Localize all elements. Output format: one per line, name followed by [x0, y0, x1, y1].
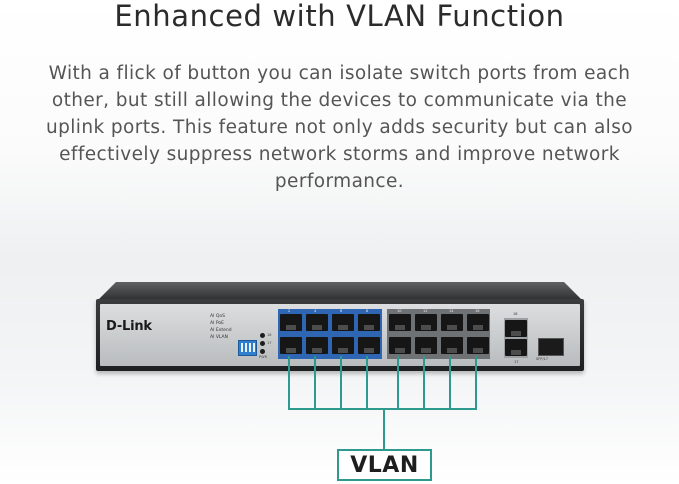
network-switch: D-Link AI QoS AI PoE AI Extend AI VLAN 1…: [96, 299, 584, 371]
port-number: 2: [288, 309, 291, 313]
ethernet-port[interactable]: [467, 337, 489, 354]
dip-toggle[interactable]: [241, 343, 243, 352]
ethernet-port[interactable]: [280, 314, 302, 331]
port-number: 8: [366, 309, 369, 313]
ethernet-port[interactable]: [415, 337, 437, 354]
vlan-label-box: VLAN: [337, 449, 432, 481]
led-label: PWR: [259, 355, 268, 359]
uplink-port[interactable]: [505, 339, 527, 356]
uplink-port[interactable]: [505, 320, 527, 337]
port-number: 10: [397, 309, 402, 313]
port-number: 18: [513, 312, 518, 316]
dip-label: AI QoS: [210, 314, 225, 319]
led-label: 18: [267, 333, 272, 337]
sfp-label: SFP/17: [536, 357, 548, 361]
ethernet-port[interactable]: [441, 314, 463, 331]
dip-toggle[interactable]: [249, 343, 251, 352]
description-line: uplink ports. This feature not only adds…: [46, 117, 633, 138]
port-number: 4: [314, 309, 317, 313]
ethernet-port[interactable]: [389, 314, 411, 331]
port-group: 10 12 14 16: [387, 309, 490, 359]
port-number: 6: [340, 309, 343, 313]
ethernet-port[interactable]: [467, 314, 489, 331]
dip-switch[interactable]: [238, 340, 257, 356]
port-number: 14: [449, 309, 454, 313]
description-line: With a flick of button you can isolate s…: [48, 63, 631, 84]
switch-front-panel: D-Link AI QoS AI PoE AI Extend AI VLAN 1…: [100, 304, 580, 366]
vlan-port-group: 2 4 6 8: [278, 309, 382, 359]
ethernet-port[interactable]: [441, 337, 463, 354]
description: With a flick of button you can isolate s…: [30, 60, 649, 195]
ethernet-port[interactable]: [332, 337, 354, 354]
led-indicator: [260, 349, 265, 354]
dip-label: AI Extend: [210, 328, 232, 333]
sfp-port[interactable]: [538, 338, 564, 356]
port-number: 12: [423, 309, 428, 313]
dip-switch-labels: AI QoS AI PoE AI Extend AI VLAN: [210, 313, 232, 341]
ethernet-port[interactable]: [358, 314, 380, 331]
page-title: Enhanced with VLAN Function: [114, 0, 565, 33]
brand-logo: D-Link: [106, 319, 152, 334]
dip-toggle[interactable]: [253, 343, 255, 352]
port-number: 17: [514, 360, 519, 364]
led-indicator: [260, 333, 265, 338]
dip-label: AI VLAN: [210, 335, 228, 340]
dip-toggle[interactable]: [245, 343, 247, 352]
uplink-ports: [504, 318, 528, 358]
ethernet-port[interactable]: [306, 314, 328, 331]
led-indicator: [260, 341, 265, 346]
ethernet-port[interactable]: [332, 314, 354, 331]
port-number: 16: [475, 309, 480, 313]
ethernet-port[interactable]: [306, 337, 328, 354]
ethernet-port[interactable]: [280, 337, 302, 354]
led-label: 17: [267, 341, 272, 345]
ethernet-port[interactable]: [389, 337, 411, 354]
ethernet-port[interactable]: [415, 314, 437, 331]
description-line: effectively suppress network storms and …: [59, 144, 620, 165]
description-line: other, but still allowing the devices to…: [51, 90, 628, 111]
ethernet-port[interactable]: [358, 337, 380, 354]
switch-top-cover: [98, 282, 582, 300]
description-line: performance.: [274, 171, 405, 192]
dip-label: AI PoE: [210, 321, 224, 326]
